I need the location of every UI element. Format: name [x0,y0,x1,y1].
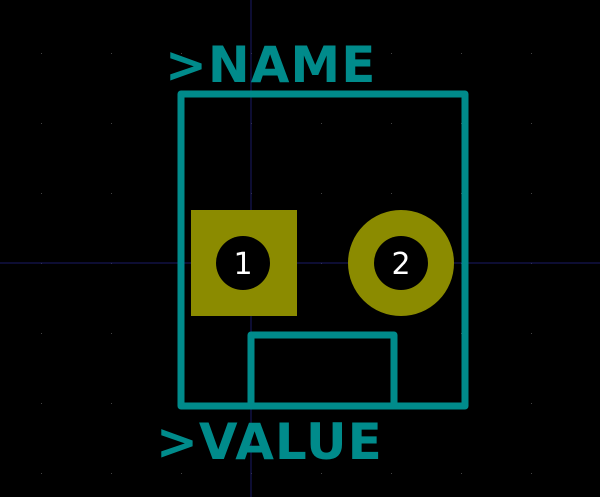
grid-dot [111,193,112,194]
grid-dot [41,333,42,334]
grid-dot [111,473,112,474]
pad-1[interactable]: 1 [191,210,297,316]
grid-dot [531,193,532,194]
grid-dot [531,473,532,474]
grid-dot [391,473,392,474]
pad-2-drill-hole [374,236,428,290]
grid-dot [41,403,42,404]
grid-dot [531,123,532,124]
pad-2-number: 2 [391,247,410,282]
grid-dot [41,193,42,194]
grid-dot [321,193,322,194]
grid-dot [111,53,112,54]
grid-dot [41,473,42,474]
pad-1-number: 1 [233,247,252,282]
pad-1-drill-hole [216,236,270,290]
grid-dot [111,123,112,124]
value-label: >VALUE [156,413,383,471]
grid-dot [391,53,392,54]
grid-dot [391,123,392,124]
grid-dot [531,403,532,404]
grid-dot [41,123,42,124]
grid-dot [111,333,112,334]
grid-dot [461,53,462,54]
grid-dot [181,53,182,54]
grid-dot [41,53,42,54]
grid-dot [461,473,462,474]
polarity-notch [247,331,398,410]
name-label: >NAME [165,36,376,94]
grid-dot [531,53,532,54]
grid-dot [391,193,392,194]
pad-2[interactable]: 2 [348,210,454,316]
grid-dot [321,53,322,54]
grid-dot [531,333,532,334]
grid-dot [181,473,182,474]
grid-dot [321,473,322,474]
grid-dot [111,403,112,404]
grid-dot [321,123,322,124]
